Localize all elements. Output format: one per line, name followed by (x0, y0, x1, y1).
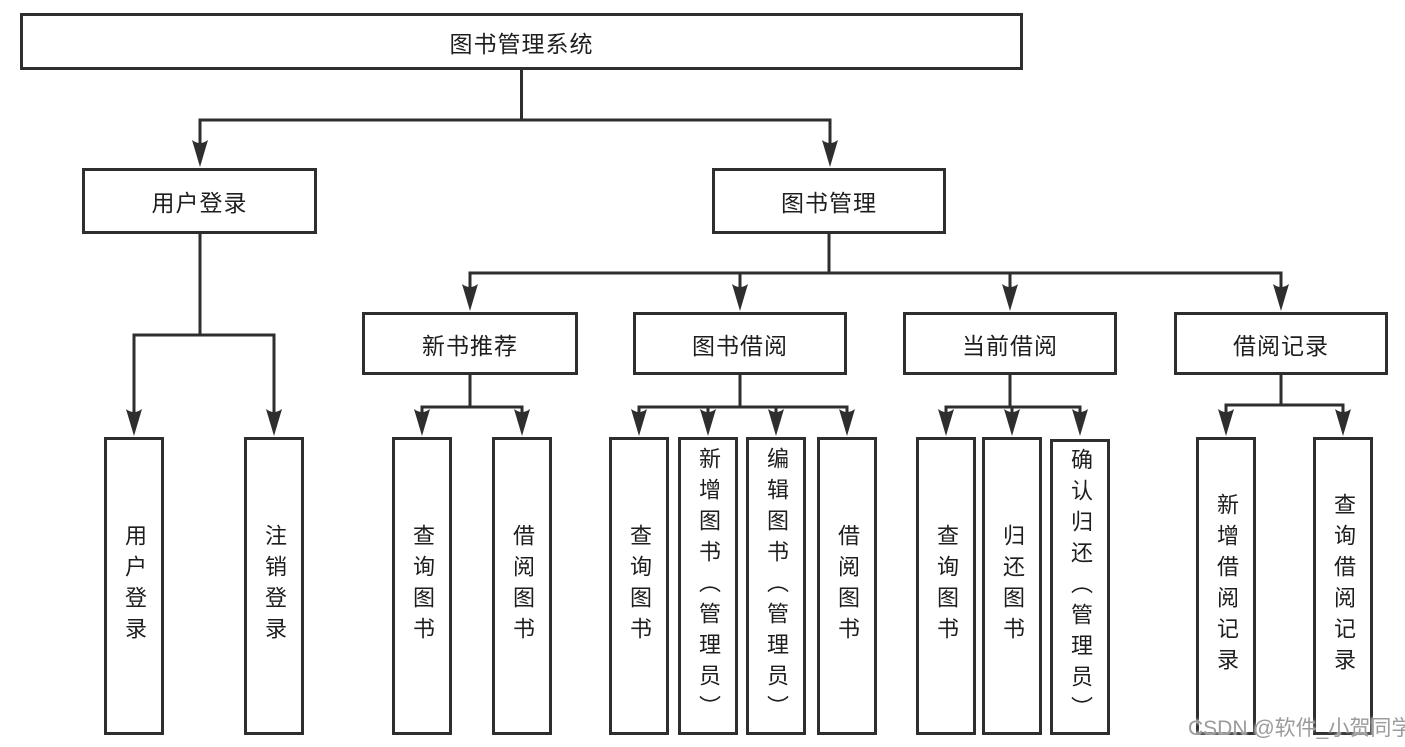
leaf-query-books-current: 查询图书 (916, 437, 976, 735)
leaf-query-books-borrowing: 查询图书 (609, 437, 669, 735)
node-label: 用户登录 (151, 190, 248, 216)
leaf-label: 新增图书（管理员） (696, 446, 721, 726)
leaf-confirm-return-admin: 确认归还（管理员） (1050, 439, 1110, 735)
leaf-label: 查询借阅记录 (1331, 493, 1356, 679)
leaf-label: 新增借阅记录 (1214, 493, 1239, 679)
node-borrowing-records: 借阅记录 (1174, 312, 1388, 375)
leaf-borrow-books-borrowing: 借阅图书 (817, 437, 877, 735)
node-user-login: 用户登录 (82, 168, 317, 234)
leaf-edit-books-admin: 编辑图书（管理员） (746, 437, 806, 735)
node-label: 图书借阅 (692, 332, 788, 359)
leaf-return-books: 归还图书 (982, 437, 1042, 735)
node-label: 借阅记录 (1233, 332, 1329, 359)
node-new-book-recommendation: 新书推荐 (362, 312, 578, 375)
leaf-label: 借阅图书 (835, 524, 860, 648)
leaf-label: 确认归还（管理员） (1068, 447, 1093, 727)
node-label: 新书推荐 (422, 332, 518, 359)
watermark: CSDN @软件_小贺同学 (1188, 717, 1405, 740)
leaf-label: 归还图书 (1000, 524, 1025, 648)
leaf-label: 查询图书 (934, 524, 959, 648)
node-label: 当前借阅 (962, 332, 1058, 359)
leaf-label: 查询图书 (410, 524, 435, 648)
node-book-management: 图书管理 (712, 168, 946, 234)
leaf-add-borrow-record: 新增借阅记录 (1196, 437, 1256, 735)
leaf-query-books-newbooks: 查询图书 (392, 437, 452, 735)
leaf-label: 用户登录 (122, 524, 147, 648)
leaf-label: 注销登录 (262, 524, 287, 648)
node-book-borrowing: 图书借阅 (633, 312, 847, 375)
leaf-add-books-admin: 新增图书（管理员） (678, 437, 738, 735)
leaf-query-borrow-record: 查询借阅记录 (1313, 437, 1373, 735)
node-label: 图书管理 (781, 190, 877, 216)
node-current-borrowing: 当前借阅 (903, 312, 1117, 375)
leaf-borrow-books-newbooks: 借阅图书 (492, 437, 552, 735)
leaf-logout: 注销登录 (244, 437, 304, 735)
leaf-label: 借阅图书 (510, 524, 535, 648)
node-library-management-system: 图书管理系统 (20, 13, 1023, 70)
leaf-user-login: 用户登录 (104, 437, 164, 735)
leaf-label: 编辑图书（管理员） (764, 446, 789, 726)
leaf-label: 查询图书 (627, 524, 652, 648)
node-label: 图书管理系统 (449, 30, 594, 57)
